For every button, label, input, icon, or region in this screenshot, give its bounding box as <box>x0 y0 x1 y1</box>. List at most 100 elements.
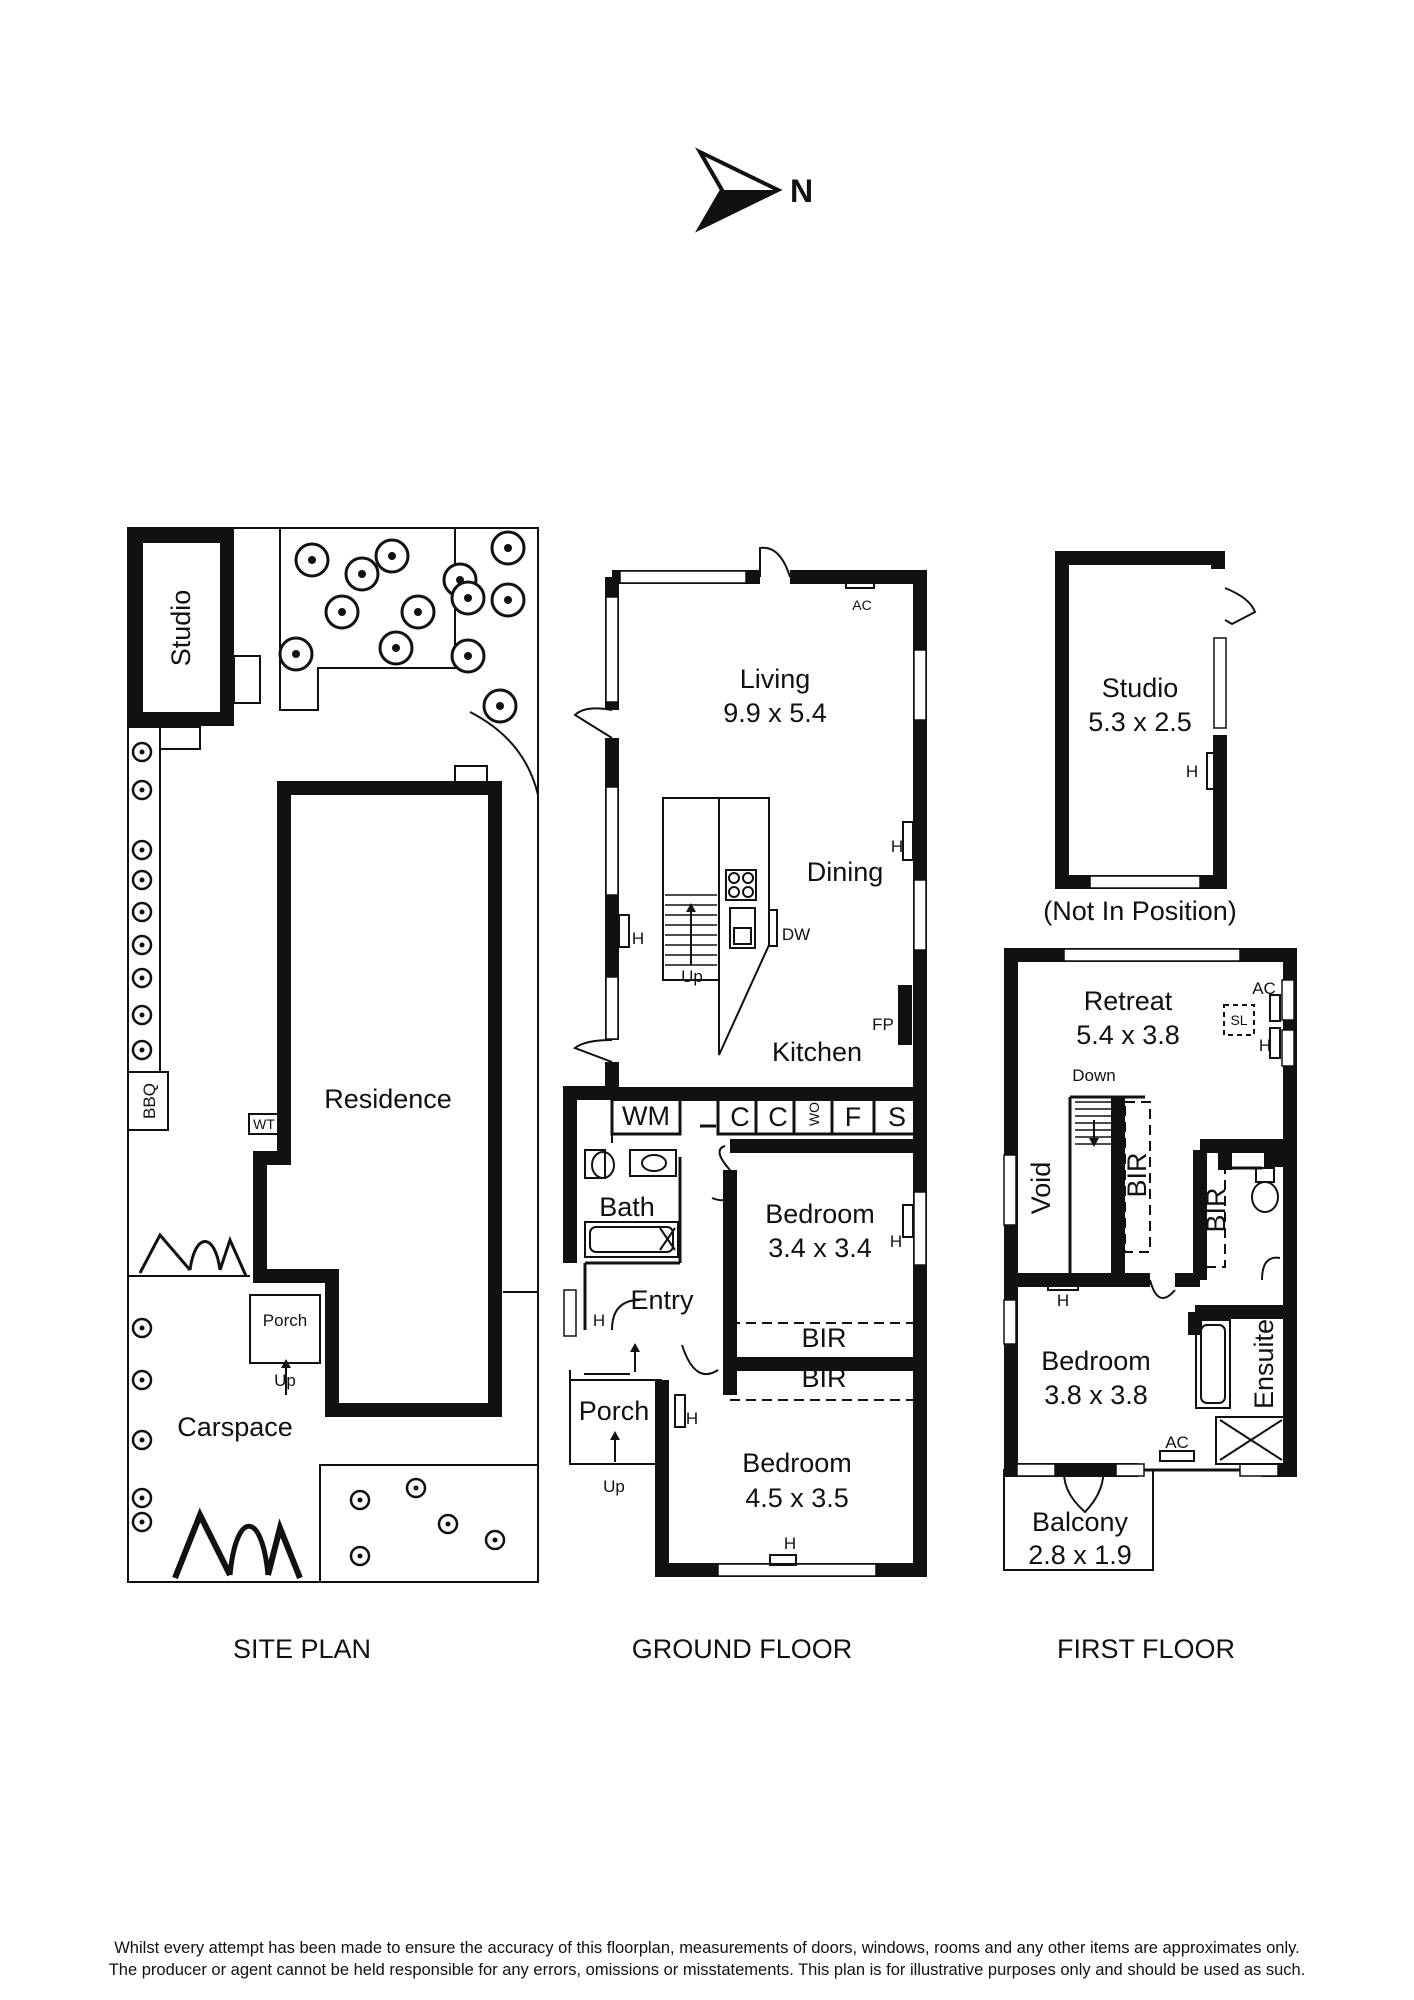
shrub-center-icon <box>357 1497 363 1503</box>
shrub-center-icon <box>139 1519 145 1525</box>
c1-label: C <box>730 1102 750 1132</box>
shrub-center-icon <box>139 1325 145 1331</box>
gf-porch-up-label: Up <box>603 1477 625 1496</box>
disclaimer-line-1: Whilst every attempt has been made to en… <box>114 1939 1300 1957</box>
bir1-label: BIR <box>801 1323 846 1353</box>
dw-label: DW <box>782 925 810 944</box>
shrub-center-icon <box>413 1485 419 1491</box>
living-dim: 9.9 x 5.4 <box>723 698 827 728</box>
living-label: Living <box>740 664 811 694</box>
gf-dining-h-label: H <box>891 837 903 856</box>
gf-porch-label: Porch <box>579 1396 650 1426</box>
shrub-center-icon <box>139 787 145 793</box>
sl-label: SL <box>1230 1012 1247 1028</box>
fl-studio-label: Studio <box>1102 673 1179 703</box>
shrub-center-icon <box>492 1537 498 1543</box>
site-studio-label: Studio <box>166 590 196 667</box>
tree-trunk-icon <box>464 652 472 660</box>
site-plan-caption: SITE PLAN <box>233 1634 371 1664</box>
shrub-center-icon <box>139 1012 145 1018</box>
garden-tree-icons <box>131 530 526 1567</box>
tree-trunk-icon <box>392 644 400 652</box>
wm-label: WM <box>622 1101 670 1131</box>
ff-ac2-label: AC <box>1165 1433 1189 1452</box>
shrub-center-icon <box>139 877 145 883</box>
kitchen-label: Kitchen <box>772 1037 862 1067</box>
shrub-center-icon <box>139 1437 145 1443</box>
tree-trunk-icon <box>388 552 396 560</box>
shrub-center-icon <box>139 942 145 948</box>
site-wt-label: WT <box>253 1116 275 1132</box>
first-floor-caption: FIRST FLOOR <box>1057 1634 1235 1664</box>
site-porch-label: Porch <box>263 1311 307 1330</box>
gf-entry-h-label: H <box>593 1311 605 1330</box>
gf-bed2-h-label: H <box>784 1534 796 1553</box>
bath-label: Bath <box>599 1192 655 1222</box>
site-residence-outline <box>253 781 502 1417</box>
s-label: S <box>888 1102 906 1132</box>
first-floor-main <box>1003 948 1297 1571</box>
tree-trunk-icon <box>504 596 512 604</box>
north-label: N <box>790 173 813 209</box>
site-up-label: Up <box>274 1371 296 1390</box>
wo-label: WO <box>806 1102 822 1126</box>
balcony-dim: 2.8 x 1.9 <box>1028 1540 1132 1570</box>
gf-living-h-label: H <box>632 929 644 948</box>
fl-studio-h-label: H <box>1186 762 1198 781</box>
f-label: F <box>845 1102 862 1132</box>
shrub-center-icon <box>139 1377 145 1383</box>
tree-trunk-icon <box>464 594 472 602</box>
ground-floor <box>563 546 927 1577</box>
c2-label: C <box>768 1102 788 1132</box>
shrub-center-icon <box>445 1521 451 1527</box>
first-floor-studio <box>1055 551 1257 889</box>
gf-ac-label: AC <box>852 597 871 613</box>
ff-c-label: C <box>1275 1150 1285 1166</box>
tree-trunk-icon <box>358 570 366 578</box>
shrub-center-icon <box>139 1047 145 1053</box>
ensuite-label: Ensuite <box>1249 1319 1279 1409</box>
disclaimer-line-2: The producer or agent cannot be held res… <box>108 1961 1306 1979</box>
bedroom2-label: Bedroom <box>742 1448 852 1478</box>
bir2-label: BIR <box>801 1363 846 1393</box>
site-plan <box>127 527 539 1583</box>
tree-trunk-icon <box>338 608 346 616</box>
stair-up-label: Up <box>681 967 703 986</box>
shrub-center-icon <box>139 1495 145 1501</box>
ground-floor-caption: GROUND FLOOR <box>632 1634 853 1664</box>
fp-label: FP <box>872 1015 894 1034</box>
not-in-position-label: (Not In Position) <box>1043 896 1237 926</box>
ff-bedroom-label: Bedroom <box>1041 1346 1151 1376</box>
retreat-dim: 5.4 x 3.8 <box>1076 1020 1180 1050</box>
ff-bed-h-label: H <box>1057 1291 1069 1310</box>
void-label: Void <box>1026 1162 1056 1215</box>
north-arrow-icon <box>694 147 783 233</box>
site-carspace-label: Carspace <box>177 1412 293 1442</box>
tree-trunk-icon <box>292 650 300 658</box>
shrub-center-icon <box>139 749 145 755</box>
ff-retreat-h-label: H <box>1259 1036 1271 1055</box>
shrub-center-icon <box>139 909 145 915</box>
entry-label: Entry <box>630 1285 694 1315</box>
site-studio-outline <box>129 529 234 726</box>
shrub-center-icon <box>139 975 145 981</box>
site-residence-label: Residence <box>324 1084 452 1114</box>
shrub-center-icon <box>357 1553 363 1559</box>
disclaimer: Whilst every attempt has been made to en… <box>0 1937 1414 1981</box>
tree-trunk-icon <box>308 556 316 564</box>
tree-trunk-icon <box>496 702 504 710</box>
balcony-label: Balcony <box>1032 1507 1129 1537</box>
retreat-label: Retreat <box>1084 986 1173 1016</box>
gf-bed1-h-label: H <box>890 1232 902 1251</box>
bedroom2-dim: 4.5 x 3.5 <box>745 1483 849 1513</box>
gf-porch-h-label: H <box>686 1409 698 1428</box>
site-bbq-label: BBQ <box>140 1083 159 1119</box>
down-label: Down <box>1072 1066 1115 1085</box>
ff-bir1-label: BIR <box>1122 1152 1152 1197</box>
ff-bir2-label: BIR <box>1201 1187 1231 1232</box>
bedroom1-dim: 3.4 x 3.4 <box>768 1233 872 1263</box>
bedroom1-label: Bedroom <box>765 1199 875 1229</box>
shrub-center-icon <box>139 847 145 853</box>
ff-ac-label: AC <box>1252 979 1276 998</box>
